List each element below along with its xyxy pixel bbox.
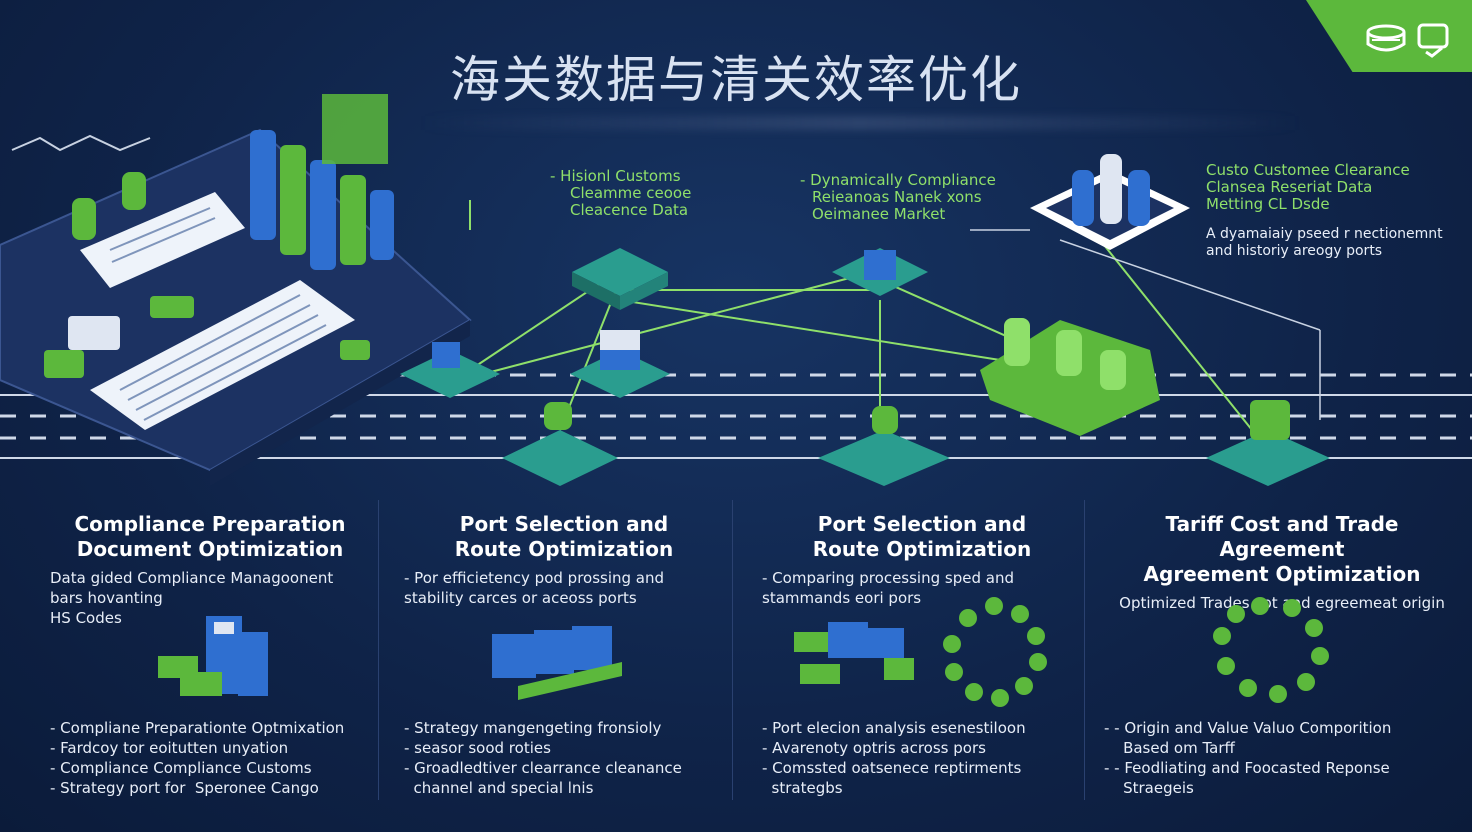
port-node <box>818 406 950 486</box>
port-node <box>1206 400 1330 486</box>
bullet-list: - - Origin and Value Valuo Comporition B… <box>1104 719 1392 797</box>
server-icon <box>1366 24 1406 52</box>
column-divider <box>378 500 379 800</box>
zigzag-line <box>11 134 151 152</box>
port-node <box>502 402 618 486</box>
database-platform <box>1030 154 1190 250</box>
bullet-list: - Port elecion analysis esenestiloon- Av… <box>762 719 1026 797</box>
route-node <box>572 248 668 310</box>
bullet-list: - Compliane Preparationte Optmixation- F… <box>50 719 345 797</box>
server-stack-cluster <box>250 94 394 270</box>
bullet-list: - Strategy mangengeting fronsioly- seaso… <box>404 719 682 797</box>
cycle-icon <box>1213 597 1329 703</box>
cycle-icon <box>794 597 1047 707</box>
container-icon <box>492 626 622 700</box>
monitor-check-icon <box>1417 23 1449 58</box>
subtitle-blur <box>420 116 1300 130</box>
green-hub <box>980 318 1160 436</box>
page-title: 海关数据与清关效率优化 <box>450 51 1022 109</box>
route-node <box>400 342 500 398</box>
column-divider <box>1084 500 1085 800</box>
document-platform <box>0 94 472 486</box>
route-node <box>832 248 928 296</box>
logistics-scene <box>0 94 1472 486</box>
server-boxes-icon <box>158 616 268 696</box>
route-node <box>570 330 670 398</box>
column-divider <box>732 500 733 800</box>
column-subtitle: Optimized Trades cot and egreemeat origi… <box>1119 594 1445 612</box>
